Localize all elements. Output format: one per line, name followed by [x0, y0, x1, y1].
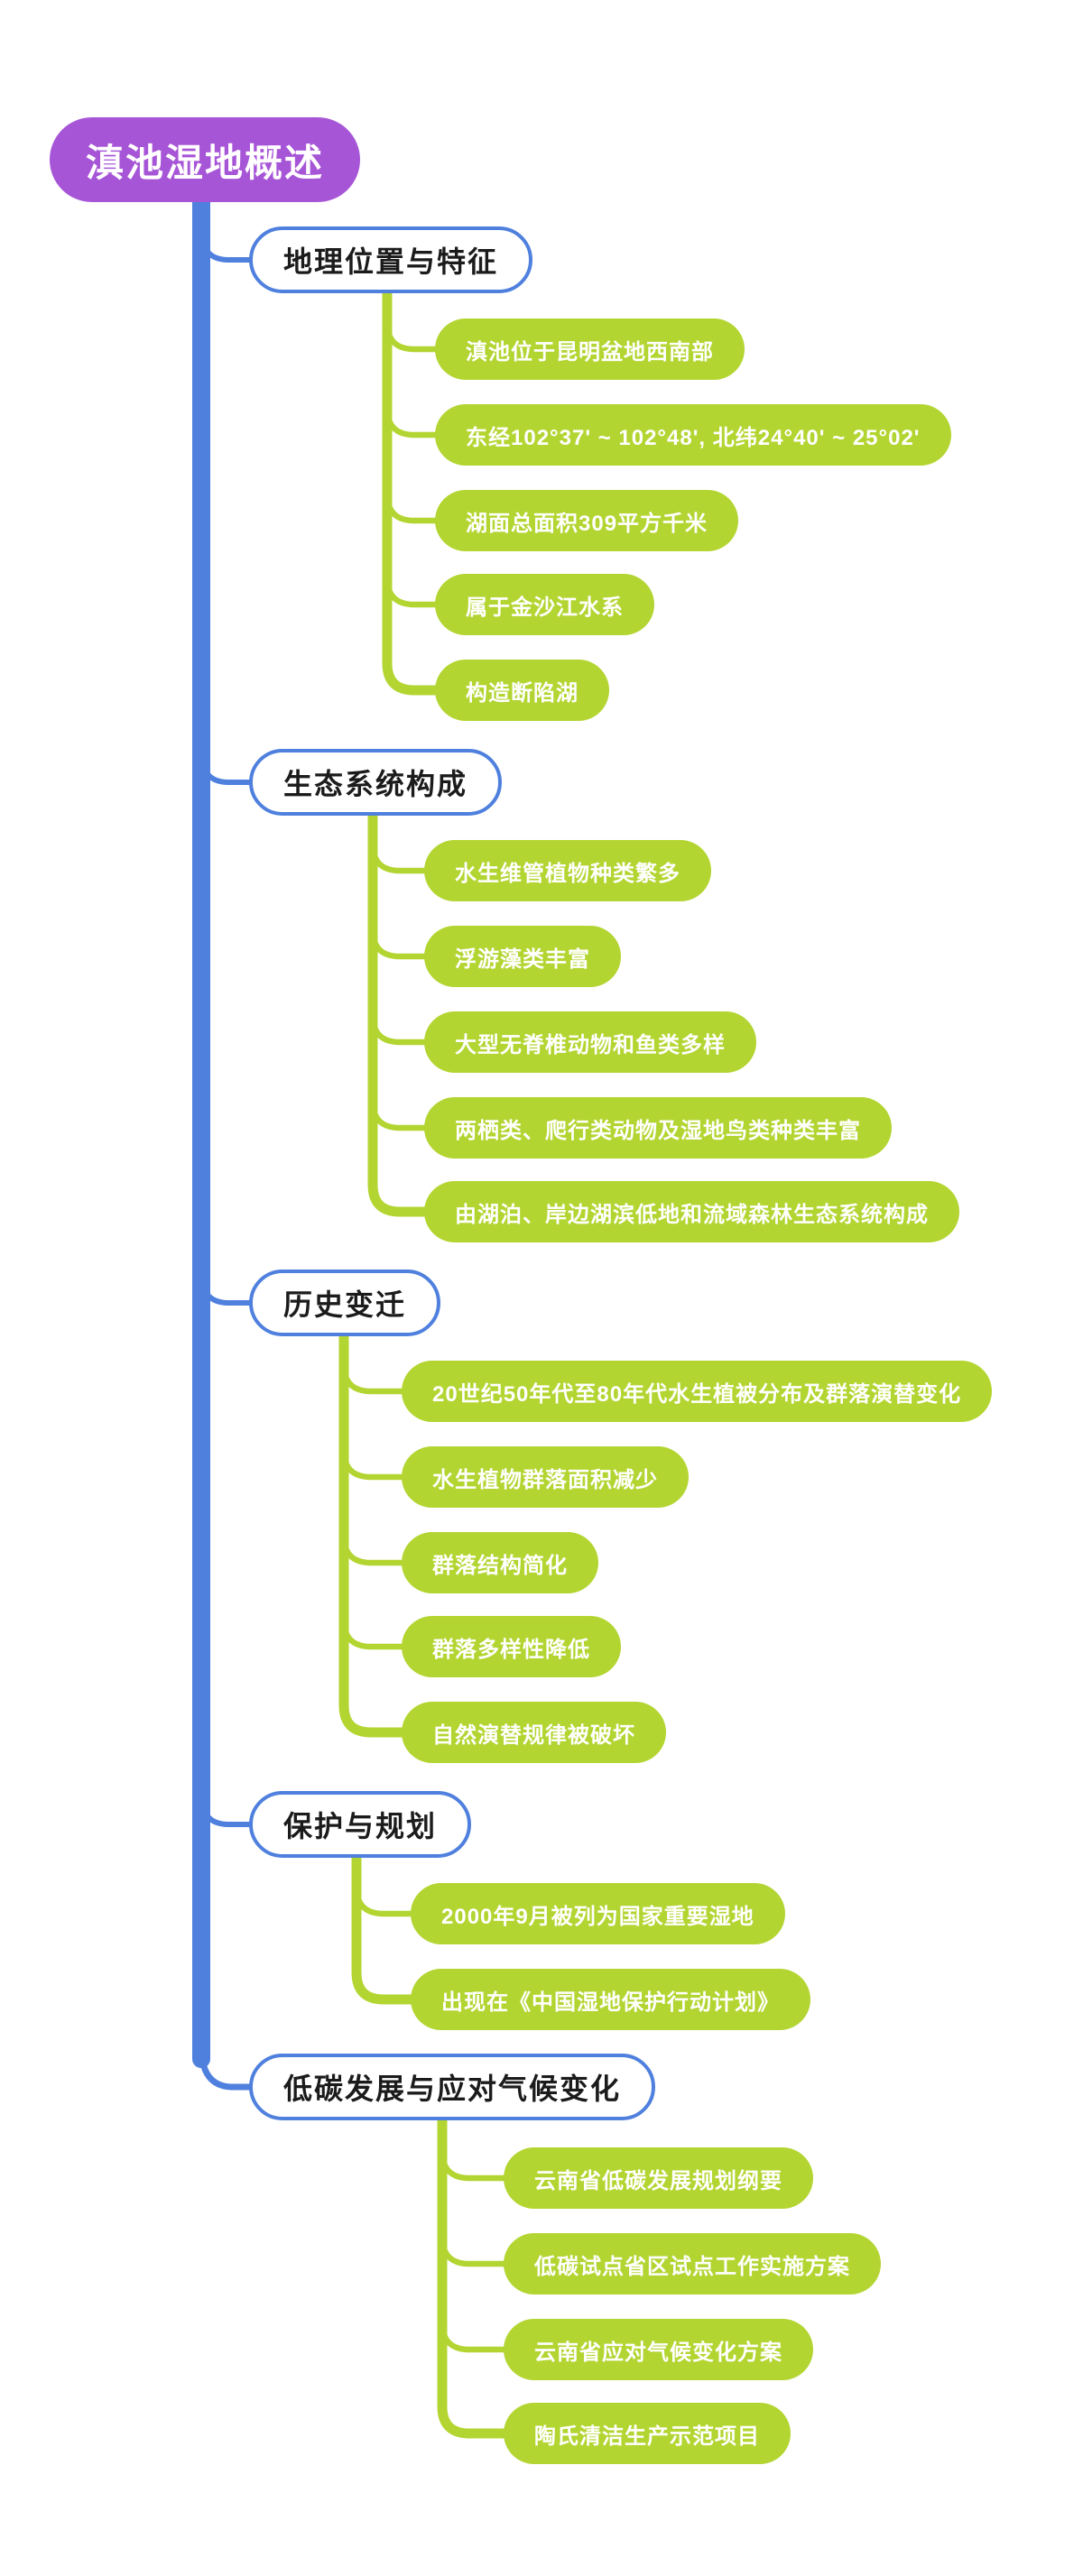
leaf-node-3-0[interactable]: 2000年9月被列为国家重要湿地 — [411, 1883, 785, 1944]
leaf-node-0-4[interactable]: 构造断陷湖 — [435, 660, 609, 721]
branch-connector — [199, 226, 253, 263]
green-trunk — [351, 1848, 417, 2005]
trunk-bend — [198, 2043, 254, 2091]
leaf-node-1-4[interactable]: 由湖泊、岸边湖滨低地和流域森林生态系统构成 — [424, 1181, 959, 1242]
leaf-connector — [340, 1532, 406, 1566]
branch-node-4[interactable]: 低碳发展与应对气候变化 — [249, 2054, 656, 2120]
leaf-node-2-0[interactable]: 20世纪50年代至80年代水生植被分布及群落演替变化 — [402, 1361, 993, 1422]
leaf-node-4-0[interactable]: 云南省低碳发展规划纲要 — [504, 2147, 813, 2209]
leaf-node-2-3[interactable]: 群落多样性降低 — [402, 1616, 621, 1677]
leaf-node-1-2[interactable]: 大型无脊椎动物和鱼类多样 — [424, 1011, 756, 1073]
green-trunk — [367, 806, 430, 1217]
leaf-connector — [340, 1446, 406, 1481]
root-node[interactable]: 滇池湿地概述 — [50, 117, 361, 202]
leaf-node-1-0[interactable]: 水生维管植物种类繁多 — [424, 840, 711, 901]
leaf-connector — [439, 2233, 508, 2267]
leaf-connector — [340, 1361, 406, 1395]
branch-node-1[interactable]: 生态系统构成 — [249, 749, 503, 816]
leaf-connector — [369, 926, 429, 960]
leaf-node-3-1[interactable]: 出现在《中国湿地保护行动计划》 — [411, 1969, 810, 2030]
branch-node-2[interactable]: 历史变迁 — [249, 1270, 441, 1336]
green-trunk — [382, 283, 441, 696]
leaf-connector — [369, 1011, 429, 1046]
leaf-node-1-1[interactable]: 浮游藻类丰富 — [424, 926, 621, 987]
leaf-node-4-3[interactable]: 陶氏清洁生产示范项目 — [504, 2403, 791, 2464]
leaf-connector — [369, 1097, 429, 1131]
leaf-node-4-1[interactable]: 低碳试点省区试点工作实施方案 — [504, 2233, 881, 2294]
green-trunk — [338, 1326, 408, 1738]
branch-node-0[interactable]: 地理位置与特征 — [249, 226, 533, 293]
leaf-connector — [439, 2319, 508, 2353]
leaf-connector — [384, 490, 440, 524]
leaf-node-2-1[interactable]: 水生植物群落面积减少 — [402, 1446, 689, 1508]
leaf-connector — [340, 1616, 406, 1650]
leaf-connector — [384, 319, 440, 353]
branch-node-3[interactable]: 保护与规划 — [249, 1791, 472, 1858]
leaf-node-2-2[interactable]: 群落结构简化 — [402, 1532, 598, 1593]
leaf-node-0-2[interactable]: 湖面总面积309平方千米 — [435, 490, 739, 551]
leaf-connector — [439, 2147, 508, 2182]
leaf-node-4-2[interactable]: 云南省应对气候变化方案 — [504, 2319, 813, 2380]
leaf-node-0-0[interactable]: 滇池位于昆明盆地西南部 — [435, 319, 745, 380]
leaf-node-1-3[interactable]: 两栖类、爬行类动物及湿地鸟类种类丰富 — [424, 1097, 892, 1159]
leaf-connector — [353, 1883, 415, 1917]
branch-connector — [199, 749, 253, 785]
branch-connector — [199, 1791, 253, 1827]
leaf-node-2-4[interactable]: 自然演替规律被破坏 — [402, 1702, 666, 1763]
leaf-node-0-1[interactable]: 东经102°37' ~ 102°48', 北纬24°40' ~ 25°02' — [435, 404, 951, 466]
leaf-connector — [369, 840, 429, 874]
green-trunk — [437, 2113, 510, 2439]
leaf-connector — [384, 404, 440, 439]
branch-connector — [199, 1270, 253, 1306]
leaf-node-0-3[interactable]: 属于金沙江水系 — [435, 574, 654, 635]
leaf-connector — [384, 574, 440, 608]
